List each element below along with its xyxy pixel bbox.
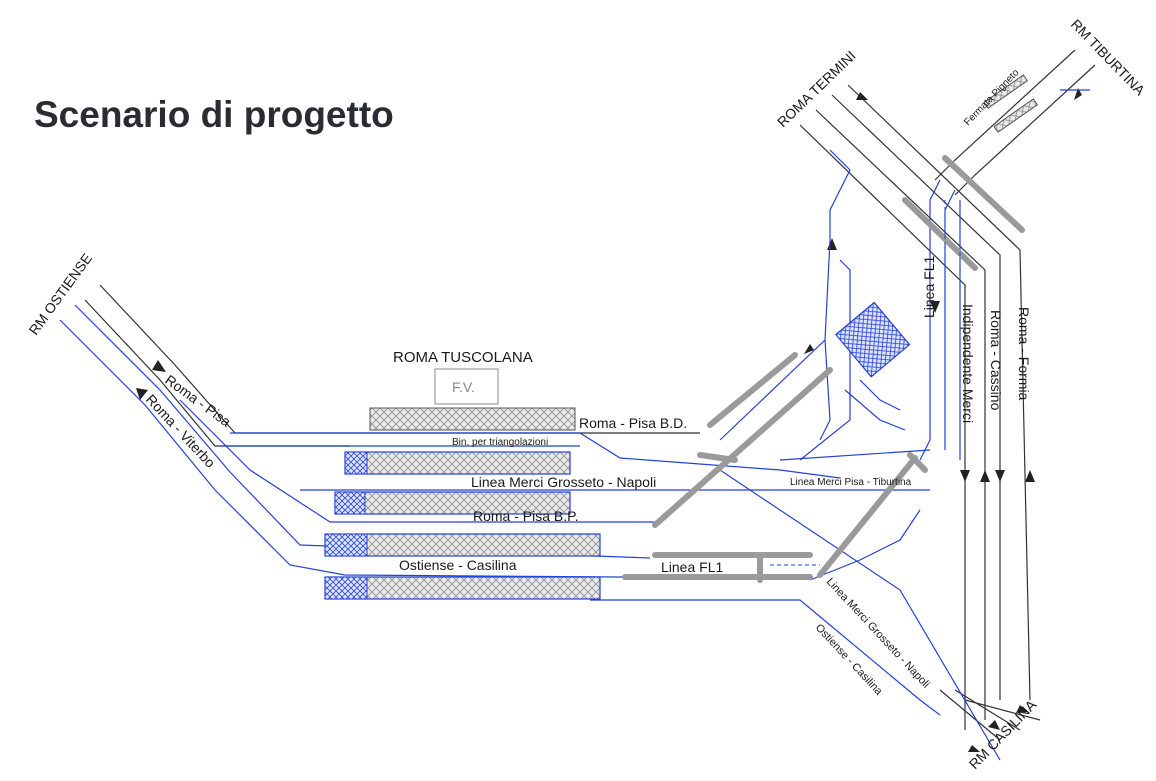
line-roma-pisa-bp: Roma - Pisa B.P. [473, 508, 579, 524]
fv-building [434, 368, 499, 405]
platform [369, 407, 576, 431]
line-ostiense-casilina: Ostiense - Casilina [399, 557, 517, 573]
main-black-tracks [84, 49, 1096, 741]
direction-arrows [136, 88, 1082, 752]
station-termini: ROMA TERMINI [774, 48, 859, 131]
station-ostiense: RM OSTIENSE [25, 250, 95, 337]
station-casilina: RM CASILINA [966, 696, 1040, 772]
line-fl1-vertical: Linea FL1 [921, 256, 937, 318]
line-roma-formia: Roma - Formia [1016, 307, 1032, 401]
line-merci-pisa-tiburtina: Linea Merci Pisa - Tiburtina [790, 477, 912, 488]
station-tuscolana: ROMA TUSCOLANA [393, 349, 533, 366]
blue-tracks [59, 89, 1090, 761]
pigneto-platform [993, 98, 1039, 133]
line-bin-triangolazioni: Bin. per triangolazioni [452, 437, 548, 448]
line-merci-grosseto-napoli: Linea Merci Grosseto - Napoli [471, 474, 656, 490]
line-indipendente-merci: Indipendente Merci [960, 304, 976, 423]
platform [344, 451, 571, 475]
gray-works [622, 155, 1025, 583]
platforms [324, 74, 1039, 600]
station-tiburtina: RM TIBURTINA [1068, 16, 1149, 99]
page-title: Scenario di progetto [34, 94, 394, 135]
pigneto-platform [983, 74, 1029, 109]
fv-label: F.V. [452, 379, 475, 395]
line-fl1: Linea FL1 [661, 559, 723, 575]
line-roma-cassino: Roma - Cassino [988, 310, 1004, 411]
line-roma-pisa-bd: Roma - Pisa B.D. [579, 415, 687, 431]
platform [835, 301, 911, 378]
dashed-links [770, 200, 961, 566]
